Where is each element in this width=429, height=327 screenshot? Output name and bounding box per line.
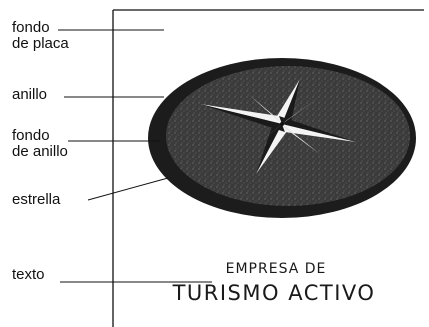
leader-lines bbox=[58, 29, 212, 283]
label-fondo-anillo-line1: fondo bbox=[12, 127, 50, 144]
label-fondo-anillo-line2: de anillo bbox=[12, 143, 68, 160]
compass-star bbox=[200, 79, 356, 174]
label-fondo-placa-line2: de placa bbox=[12, 35, 69, 52]
label-fondo-placa-line1: fondo bbox=[12, 19, 50, 36]
plate-text-line1: EMPRESA DE bbox=[226, 261, 327, 277]
label-anillo: anillo bbox=[12, 86, 48, 103]
label-fondo-placa: fondo de placa bbox=[12, 20, 69, 52]
plate-text-line2: TURISMO ACTIVO bbox=[172, 281, 376, 305]
label-estrella: estrella bbox=[12, 191, 61, 208]
ring-background bbox=[166, 66, 410, 206]
plate-border bbox=[112, 9, 424, 327]
leader-estrella bbox=[87, 177, 169, 201]
label-texto: texto bbox=[12, 266, 45, 283]
label-fondo-anillo: fondo de anillo bbox=[12, 128, 68, 160]
